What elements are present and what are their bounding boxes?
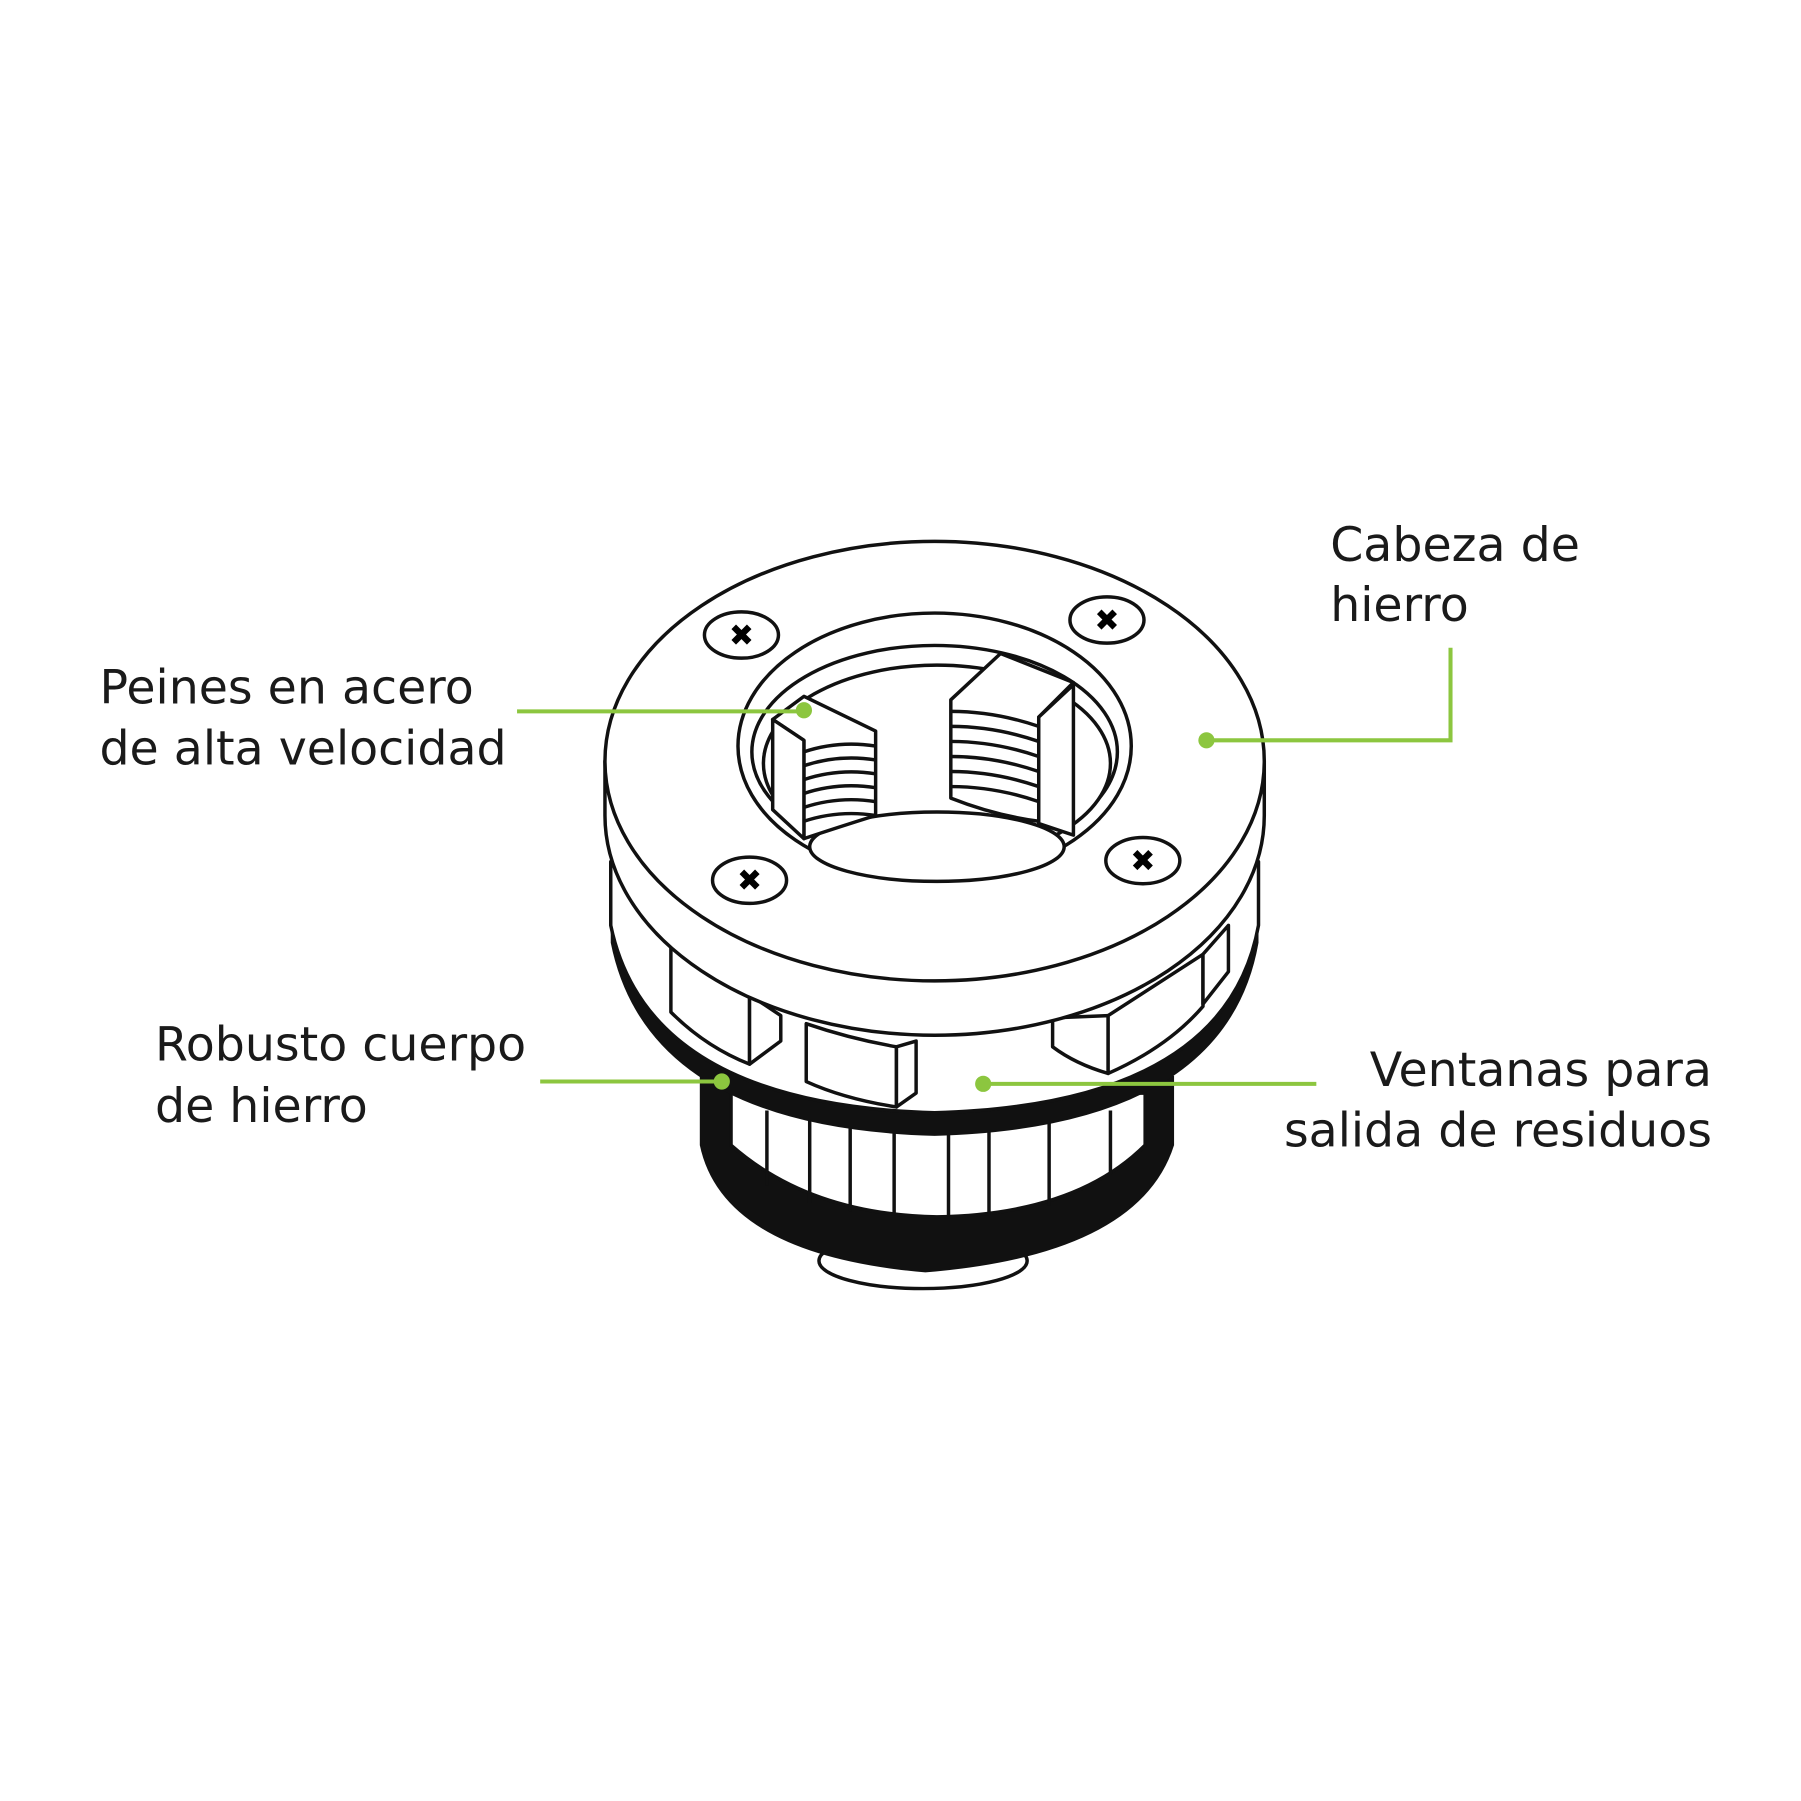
svg-text:✖: ✖ <box>1094 603 1119 638</box>
phillips-screw-icon: ✖ ✖ ✖ ✖ <box>702 595 1182 906</box>
callout-ventanas: Ventanas para salida de residuos <box>975 1043 1712 1158</box>
callout-cabeza-line1: Cabeza de <box>1330 518 1580 573</box>
thread-chaser-right <box>949 651 1076 837</box>
svg-text:✖: ✖ <box>1130 844 1155 879</box>
callout-robusto-line2: de hierro <box>155 1079 368 1134</box>
thread-chaser-left <box>770 694 878 841</box>
callout-ventanas-line1: Ventanas para <box>1370 1043 1712 1098</box>
residue-windows <box>669 923 1231 1109</box>
callout-robusto-line1: Robusto cuerpo <box>155 1018 526 1073</box>
svg-text:✖: ✖ <box>737 864 762 899</box>
callout-cabeza-line2: hierro <box>1330 578 1469 633</box>
callout-cabeza: Cabeza de hierro <box>1198 518 1580 749</box>
callout-peines: Peines en acero de alta velocidad <box>99 660 813 777</box>
svg-text:✖: ✖ <box>729 618 754 653</box>
callout-robusto: Robusto cuerpo de hierro <box>155 1018 730 1134</box>
bore-bottom <box>807 810 1066 884</box>
callout-ventanas-line2: salida de residuos <box>1284 1103 1712 1158</box>
callout-peines-line1: Peines en acero <box>99 660 473 715</box>
callout-peines-line2: de alta velocidad <box>99 722 506 777</box>
